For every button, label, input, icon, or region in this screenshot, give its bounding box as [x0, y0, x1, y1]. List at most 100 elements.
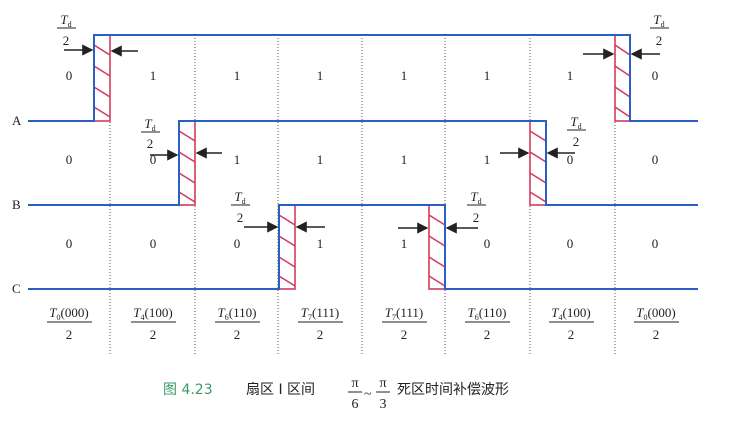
td-half-label-4: Td 2 [567, 114, 586, 149]
td-denominator: 2 [237, 210, 244, 225]
svg-text:Td: Td [60, 12, 71, 29]
phase-label-c: C [12, 281, 21, 296]
vector-subscript: 4 [559, 313, 563, 322]
state-c-5: 1 [401, 236, 408, 251]
td-symbol: T [570, 114, 578, 129]
vector-code: (111) [312, 305, 339, 320]
td-denominator: 2 [473, 210, 480, 225]
vector-denominator: 2 [401, 327, 408, 342]
td-subscript: d [478, 197, 482, 206]
deadtime-block-a-fall [614, 34, 631, 122]
sector-dividers [109, 35, 616, 355]
vector-label-1: T0(000) 2 [47, 305, 92, 342]
td-subscript: d [68, 20, 72, 29]
deadtime-arrows [64, 44, 660, 234]
deadtime-block-a-rise [93, 34, 111, 122]
vector-subscript: 7 [308, 313, 312, 322]
vector-code: (110) [229, 305, 257, 320]
td-half-label-6: Td 2 [467, 189, 486, 225]
state-c-2: 0 [150, 236, 157, 251]
vector-symbol: T [551, 305, 559, 320]
deadtime-block-b-fall [529, 120, 547, 206]
vector-symbol: T [133, 305, 141, 320]
deadtime-block-b-rise [178, 120, 196, 206]
state-a-6: 1 [484, 68, 491, 83]
svg-text:T6(110): T6(110) [468, 305, 507, 322]
state-a-5: 1 [401, 68, 408, 83]
caption-text-1: 扇区 I 区间 [246, 382, 315, 398]
vector-code: (100) [145, 305, 173, 320]
svg-text:Td: Td [653, 12, 664, 29]
waveform-a [28, 34, 698, 122]
phase-waveforms [28, 34, 698, 290]
vector-symbol: T [301, 305, 309, 320]
state-values: 0 1 1 1 1 1 1 0 0 0 1 1 1 1 0 0 0 0 0 1 … [66, 68, 659, 251]
svg-text:T0(000): T0(000) [49, 305, 88, 322]
vector-code: (100) [563, 305, 591, 320]
state-b-3: 1 [234, 152, 241, 167]
caption-text-2: 死区时间补偿波形 [397, 382, 509, 398]
vector-symbol: T [218, 305, 226, 320]
svg-text:Td: Td [234, 189, 245, 206]
state-c-3: 0 [234, 236, 241, 251]
td-symbol: T [470, 189, 478, 204]
caption-frac2-den: 3 [380, 397, 387, 412]
vector-label-4: T7(111) 2 [298, 305, 343, 342]
vector-subscript: 0 [57, 313, 61, 322]
state-b-4: 1 [317, 152, 324, 167]
td-subscript: d [578, 122, 582, 131]
svg-text:Td: Td [570, 114, 581, 131]
td-denominator: 2 [656, 33, 663, 48]
td-subscript: d [152, 124, 156, 133]
state-a-3: 1 [234, 68, 241, 83]
state-c-1: 0 [66, 236, 73, 251]
state-a-8: 0 [652, 68, 659, 83]
state-b-5: 1 [401, 152, 408, 167]
svg-text:T4(100): T4(100) [133, 305, 172, 322]
caption-frac1-den: 6 [352, 397, 359, 412]
vector-denominator: 2 [317, 327, 324, 342]
vector-code: (000) [61, 305, 89, 320]
td-symbol: T [234, 189, 242, 204]
vector-denominator: 2 [150, 327, 157, 342]
vector-label-3: T6(110) 2 [215, 305, 260, 342]
td-half-label-3: Td 2 [141, 116, 160, 151]
td-half-labels: Td 2 Td 2 Td 2 Td 2 Td 2 Td 2 [57, 12, 669, 225]
vector-subscript: 4 [141, 313, 145, 322]
state-b-1: 0 [66, 152, 73, 167]
td-symbol: T [60, 12, 68, 27]
vector-denominator: 2 [653, 327, 660, 342]
svg-text:Td: Td [470, 189, 481, 206]
svg-text:T0(000): T0(000) [636, 305, 675, 322]
state-c-8: 0 [652, 236, 659, 251]
state-a-4: 1 [317, 68, 324, 83]
vector-label-5: T7(111) 2 [382, 305, 427, 342]
td-subscript: d [242, 197, 246, 206]
svg-text:T7(111): T7(111) [301, 305, 339, 322]
vector-denominator: 2 [66, 327, 73, 342]
td-denominator: 2 [63, 33, 70, 48]
state-b-2: 0 [150, 152, 157, 167]
state-a-7: 1 [567, 68, 574, 83]
vector-symbol: T [636, 305, 644, 320]
td-denominator: 2 [573, 134, 580, 149]
deadtime-block-c-fall [428, 204, 446, 290]
td-half-label-5: Td 2 [231, 189, 250, 225]
svg-text:T4(100): T4(100) [551, 305, 590, 322]
vector-label-2: T4(100) 2 [131, 305, 176, 342]
state-c-7: 0 [567, 236, 574, 251]
state-c-6: 0 [484, 236, 491, 251]
caption-tilde: ~ [364, 387, 372, 402]
vector-labels: T0(000) 2 T4(100) 2 T6(110) 2 T7(111) 2 … [47, 305, 679, 342]
state-b-8: 0 [652, 152, 659, 167]
td-half-label-1: Td 2 [57, 12, 76, 48]
state-b-7: 0 [567, 152, 574, 167]
deadtime-block-c-rise [278, 204, 296, 290]
vector-symbol: T [468, 305, 476, 320]
vector-label-7: T4(100) 2 [549, 305, 594, 342]
svg-text:T6(110): T6(110) [218, 305, 257, 322]
vector-code: (000) [648, 305, 676, 320]
figure-caption: 图 4.23 扇区 I 区间 π 6 ~ π 3 死区时间补偿波形 [163, 376, 509, 412]
